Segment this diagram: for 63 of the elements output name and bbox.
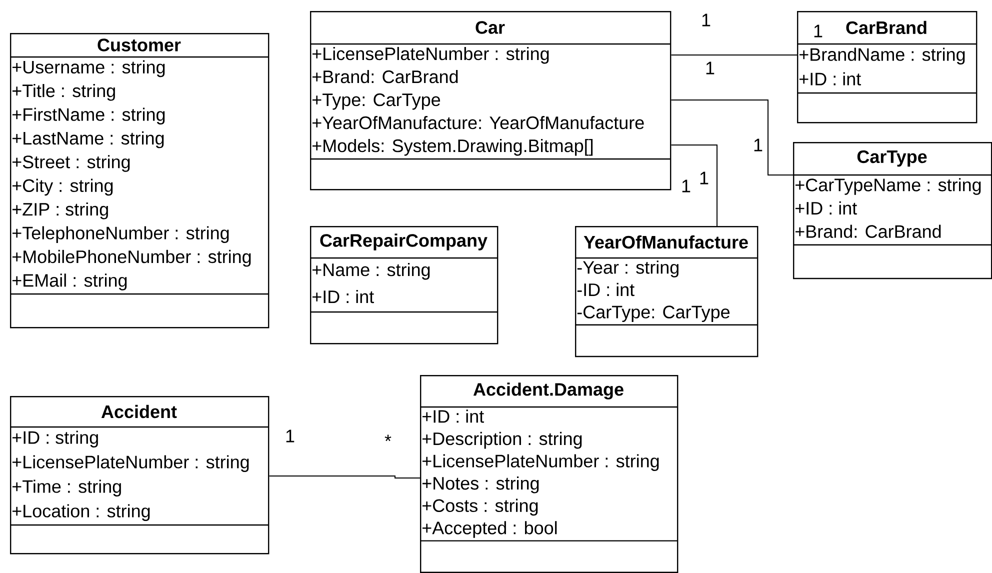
class-box [10, 33, 270, 328]
class-name: Customer [98, 38, 181, 52]
attribute-text: +Brand: CarBrand [796, 224, 941, 238]
attribute-text: +Username : string [12, 60, 165, 78]
class-box [310, 226, 498, 344]
attribute-text: +City : string [12, 178, 113, 196]
class-box [310, 11, 672, 190]
attribute-text: +LicensePlateNumber : string [12, 455, 249, 472]
class-name: CarBrand [846, 20, 926, 34]
class-box [793, 142, 992, 280]
attribute-text: +Description : string [422, 432, 582, 449]
class-name: Accident [101, 404, 177, 418]
multiplicity-label: 1 [682, 180, 690, 192]
multiplicity-label: 1 [286, 430, 294, 442]
attribute-text: +EMail : string [12, 274, 127, 290]
association-line [670, 144, 718, 226]
attribute-text: +Models: System.Drawing.Bitmap[] [312, 138, 593, 156]
attribute-text: +ID : int [422, 410, 484, 423]
attribute-text: +Time : string [12, 480, 121, 496]
class-name: Car [476, 21, 505, 34]
attribute-text: +ID : int [796, 201, 857, 215]
class-name: Accident.Damage [473, 382, 624, 400]
attribute-text: +Title : string [12, 84, 115, 101]
attribute-text: +Name : string [312, 262, 430, 280]
attribute-text: -Year : string [577, 260, 678, 278]
multiplicity-label: * [384, 434, 392, 442]
multiplicity-label: 1 [706, 62, 714, 74]
class-box [797, 11, 978, 124]
attribute-text: -ID : int [577, 282, 634, 296]
attribute-text: +Location : string [12, 504, 150, 521]
attribute-text: +Street : string [12, 155, 130, 172]
association-line [268, 476, 420, 478]
multiplicity-label: 1 [702, 14, 710, 26]
attribute-text: -CarType: CarType [577, 306, 730, 322]
attribute-text: +Accepted : bool [422, 521, 557, 538]
attribute-text: +ZIP : string [12, 202, 108, 220]
attribute-text: +Type: CarType [312, 93, 440, 110]
class-box [420, 375, 678, 573]
class-name: CarType [857, 150, 927, 167]
class-box [575, 226, 758, 358]
attribute-text: +Notes : string [422, 476, 539, 494]
class-box [10, 396, 270, 554]
attribute-text: +ID : int [312, 290, 374, 304]
attribute-text: +LicensePlateNumber : string [422, 454, 659, 471]
attribute-text: +BrandName : string [800, 48, 965, 64]
attribute-text: +TelephoneNumber : string [12, 226, 229, 243]
attribute-text: +MobilePhoneNumber : string [12, 250, 251, 267]
association-line [670, 100, 794, 176]
attribute-text: +ID : int [800, 72, 861, 86]
association-line [670, 54, 798, 56]
attribute-text: +ID : string [12, 430, 98, 448]
class-name: CarRepairCompany [320, 234, 488, 250]
attribute-text: +Costs : string [422, 498, 538, 516]
multiplicity-label: 1 [700, 172, 708, 184]
multiplicity-label: 1 [814, 24, 822, 38]
attribute-text: +YearOfManufacture: YearOfManufacture [312, 116, 644, 130]
attribute-text: +LicensePlateNumber : string [312, 46, 549, 64]
multiplicity-label: 1 [754, 138, 762, 152]
class-name: YearOfManufacture [584, 235, 748, 249]
attribute-text: +FirstName : string [12, 108, 165, 124]
attribute-text: +LastName : string [12, 131, 164, 148]
attribute-text: +CarTypeName : string [796, 178, 981, 195]
attribute-text: +Brand: CarBrand [312, 70, 458, 84]
